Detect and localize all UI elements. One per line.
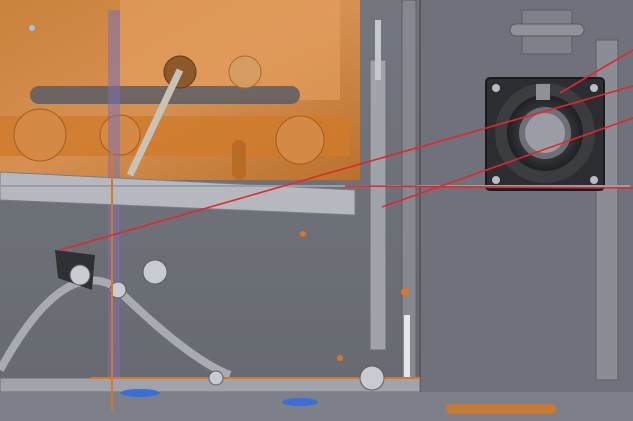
vertical-violet-bar — [108, 10, 120, 410]
pivot-lever — [55, 250, 168, 299]
steel-tray — [0, 171, 356, 216]
guard-pipe-1 — [232, 140, 246, 180]
diagonal-rod — [126, 68, 184, 177]
blue-marker-2 — [282, 398, 318, 406]
top-bracket-slot — [509, 23, 585, 37]
bottom-roller — [359, 365, 385, 391]
orange-bolt-2 — [337, 355, 343, 361]
callout-line-1 — [559, 49, 633, 94]
orange-bolt-1 — [300, 231, 306, 237]
white-strip — [404, 315, 410, 415]
callout-line-3 — [381, 117, 633, 208]
orange-bolt-3 — [401, 288, 409, 296]
callout-line-4 — [344, 185, 633, 189]
callout-line-2 — [59, 85, 633, 251]
guard-roller-1 — [13, 108, 67, 162]
blue-marker-1 — [120, 389, 160, 397]
right-arc-guide — [115, 287, 232, 379]
guard-roller-3 — [275, 115, 325, 165]
gas-spring-rod — [375, 20, 381, 80]
bottom-slot-right — [446, 404, 556, 414]
bottom-roller-2 — [208, 370, 224, 386]
callout-lines — [59, 49, 633, 251]
guard-top-panel — [120, 0, 340, 100]
guard-top-disc-2 — [228, 55, 262, 89]
bearing-flange — [485, 77, 605, 191]
gas-spring-cylinder — [369, 59, 387, 351]
left-arc-guide — [0, 276, 114, 372]
blue-dot — [29, 25, 35, 31]
